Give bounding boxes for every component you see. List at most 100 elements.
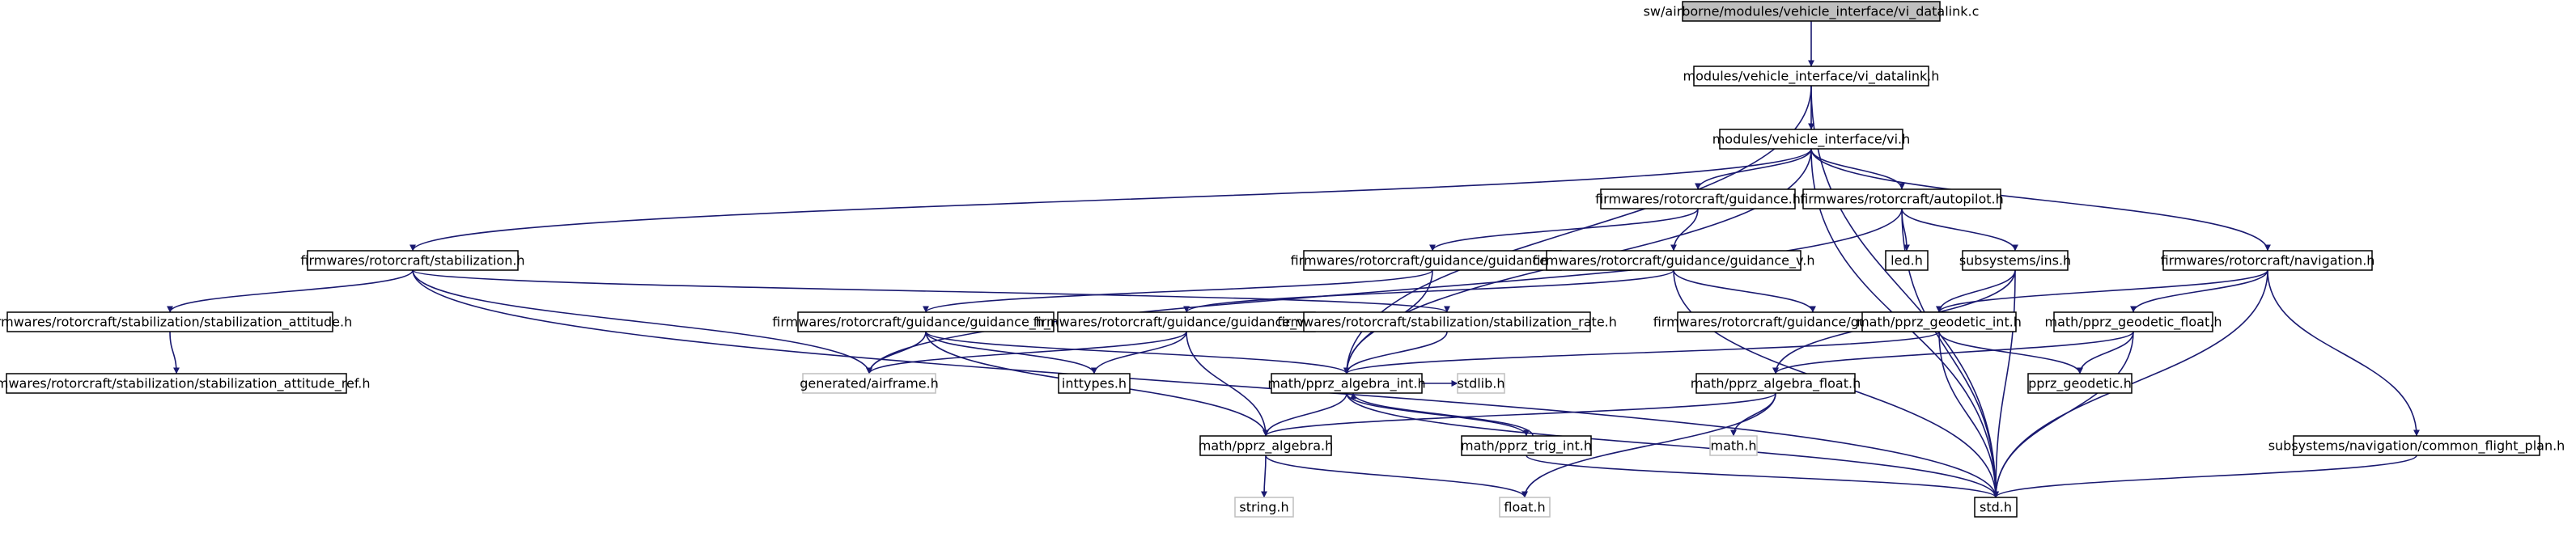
node-label: led.h	[1891, 253, 1923, 269]
node-box	[1303, 250, 1562, 271]
node-pprz-algebra-int[interactable]: math/pprz_algebra_int.h	[1267, 373, 1426, 394]
node-label: firmwares/rotorcraft/guidance/guidance_h…	[1291, 253, 1575, 269]
node-box	[1461, 435, 1592, 456]
edge-guidance_h_h-to-guidance_h_ref	[923, 269, 1433, 313]
edge-guidance_h_ref-to-inttypes_h	[925, 331, 1097, 374]
node-box	[1199, 435, 1332, 456]
node-std-h[interactable]: std.h	[1974, 497, 2018, 518]
node-box	[1802, 188, 2001, 209]
node-navigation-h[interactable]: firmwares/rotorcraft/navigation.h	[2161, 250, 2375, 271]
node-label: generated/airframe.h	[800, 376, 939, 391]
node-label: firmwares/rotorcraft/autopilot.h	[1800, 192, 2004, 207]
node-guidance-h-ref[interactable]: firmwares/rotorcraft/guidance/guidance_h…	[772, 311, 1080, 332]
edge-geodetic_float-to-pprz_geodetic	[2077, 331, 2134, 374]
node-ins-h[interactable]: subsystems/ins.h	[1959, 250, 2071, 271]
node-label: string.h	[1239, 500, 1288, 515]
node-label: math.h	[1710, 438, 1756, 454]
node-label: subsystems/ins.h	[1959, 253, 2071, 269]
node-trig-int[interactable]: math/pprz_trig_int.h	[1461, 435, 1592, 456]
edge-vi_datalink_h-to-std_h	[1810, 85, 1999, 498]
node-label: modules/vehicle_interface/vi_datalink.h	[1683, 69, 1940, 85]
edge-pprz_algebra_int-to-trig_int	[1346, 392, 1530, 437]
node-stab-attitude-ref[interactable]: firmwares/rotorcraft/stabilization/stabi…	[0, 373, 371, 394]
edge-stab_rate-to-pprz_algebra_int	[1343, 331, 1448, 374]
node-label: sw/airborne/modules/vehicle_interface/vi…	[1644, 4, 1980, 20]
edge-guidance_h_ref-to-airframe_h	[866, 331, 927, 374]
node-box	[1861, 311, 2017, 332]
edge-guidance_v_ref-to-pprz_algebra	[1186, 331, 1269, 437]
node-box	[1962, 250, 2069, 271]
node-label: modules/vehicle_interface/vi.h	[1712, 132, 1911, 148]
node-label: math/pprz_geodetic_float.h	[2045, 315, 2222, 331]
node-label: math/pprz_trig_int.h	[1461, 438, 1592, 455]
node-label: float.h	[1504, 500, 1545, 515]
edge-stabilization_h-to-airframe_h	[412, 269, 872, 374]
node-box	[6, 311, 333, 332]
edge-pprz_algebra-to-float_h	[1265, 455, 1528, 498]
node-guidance-h[interactable]: firmwares/rotorcraft/guidance.h	[1595, 188, 1801, 209]
node-guidance-h-h[interactable]: firmwares/rotorcraft/guidance/guidance_h…	[1291, 250, 1575, 271]
edge-algebra_float-to-pprz_algebra	[1263, 392, 1776, 437]
node-geodetic-int[interactable]: math/pprz_geodetic_int.h	[1857, 311, 2022, 332]
edge-ins_h-to-std_h	[1992, 269, 2016, 498]
node-label: firmwares/rotorcraft/navigation.h	[2161, 253, 2375, 269]
node-string-h[interactable]: string.h	[1234, 497, 1294, 518]
node-label: subsystems/navigation/common_flight_plan…	[2268, 438, 2565, 455]
node-float-h[interactable]: float.h	[1499, 497, 1551, 518]
node-box	[1058, 373, 1131, 394]
edge-ins_h-to-geodetic_int	[1936, 269, 2016, 313]
edge-guidance_h_ref-to-pprz_algebra_int	[925, 331, 1350, 374]
node-pprz-geodetic[interactable]: pprz_geodetic.h	[2027, 373, 2133, 394]
node-box	[1885, 250, 1929, 271]
node-stab-attitude[interactable]: firmwares/rotorcraft/stabilization/stabi…	[0, 311, 352, 332]
node-flight-plan[interactable]: subsystems/navigation/common_flight_plan…	[2268, 435, 2565, 456]
node-led-h[interactable]: led.h	[1885, 250, 1929, 271]
node-vi-datalink-c[interactable]: sw/airborne/modules/vehicle_interface/vi…	[1644, 1, 1980, 22]
edge-pprz_algebra_int-to-std_h	[1346, 392, 1999, 498]
node-guidance-v-ref[interactable]: firmwares/rotorcraft/guidance/guidance_v…	[1033, 311, 1340, 332]
edge-stabilization_h-to-stab_rate	[412, 269, 1450, 313]
node-vi-h[interactable]: modules/vehicle_interface/vi.h	[1712, 129, 1911, 150]
node-guidance-v-h[interactable]: firmwares/rotorcraft/guidance/guidance_v…	[1533, 250, 1815, 271]
edge-guidance_v_h-to-guidance_v_ref	[1183, 269, 1674, 313]
node-math-h[interactable]: math.h	[1709, 435, 1758, 456]
edge-vi_h-to-autopilot_h	[1810, 148, 1905, 190]
edge-vi_h-to-guidance_h	[1695, 148, 1812, 190]
node-geodetic-float[interactable]: math/pprz_geodetic_float.h	[2045, 311, 2222, 332]
node-box	[1693, 66, 1929, 87]
node-stab-rate[interactable]: firmwares/rotorcraft/stabilization/stabi…	[1277, 311, 1617, 332]
node-box	[2027, 373, 2133, 394]
node-inttypes-h[interactable]: inttypes.h	[1058, 373, 1131, 394]
node-box	[1709, 435, 1758, 456]
node-label: firmwares/rotorcraft/guidance/guidance_v…	[1033, 315, 1340, 331]
node-box	[1457, 373, 1505, 394]
node-pprz-algebra[interactable]: math/pprz_algebra.h	[1199, 435, 1334, 456]
node-label: std.h	[1980, 500, 2012, 515]
node-stabilization-h[interactable]: firmwares/rotorcraft/stabilization.h	[300, 250, 525, 271]
node-airframe-h[interactable]: generated/airframe.h	[800, 373, 939, 394]
edge-geodetic_int-to-std_h	[1938, 331, 1999, 498]
node-box	[1546, 250, 1802, 271]
node-vi-datalink-h[interactable]: modules/vehicle_interface/vi_datalink.h	[1683, 66, 1940, 87]
edge-vi_h-to-navigation_h	[1810, 148, 2271, 252]
edge-algebra_float-to-float_h	[1521, 392, 1776, 498]
edge-geodetic_int-to-pprz_geodetic	[1938, 331, 2083, 374]
edge-autopilot_h-to-airframe_h	[866, 208, 1903, 374]
edge-guidance_v_ref-to-airframe_h	[866, 331, 1187, 374]
node-stdlib-h[interactable]: stdlib.h	[1457, 373, 1505, 394]
node-box	[1695, 373, 1856, 394]
node-label: firmwares/rotorcraft/guidance.h	[1595, 192, 1801, 207]
edge-geodetic_float-to-algebra_float	[1772, 331, 2134, 374]
edge-autopilot_h-to-ins_h	[1901, 208, 2018, 252]
edge-navigation_h-to-flight_plan	[2267, 269, 2420, 437]
edge-guidance_v_h-to-guidance_v_adpt	[1673, 269, 1816, 313]
node-box	[1682, 1, 1941, 22]
node-box	[1499, 497, 1551, 518]
node-box	[2293, 435, 2540, 456]
edge-geodetic_float-to-std_h	[1992, 331, 2134, 498]
node-autopilot-h[interactable]: firmwares/rotorcraft/autopilot.h	[1800, 188, 2004, 209]
node-box	[1719, 129, 1903, 150]
node-algebra-float[interactable]: math/pprz_algebra_float.h	[1691, 373, 1861, 394]
node-box	[1271, 373, 1423, 394]
